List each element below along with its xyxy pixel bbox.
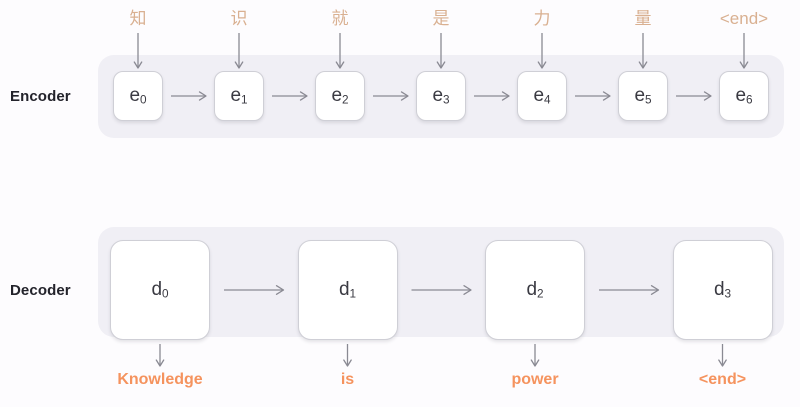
decoder-cell: d3 [672,240,773,340]
encoder-input-token: 是 [432,9,450,28]
encoder-cell-label: e0 [129,85,147,107]
decoder-output-arrowhead [718,359,727,367]
decoder-output-token: power [511,371,559,388]
decoder-cell-label: d3 [713,279,732,301]
decoder-cell: d0 [110,240,210,340]
encoder-input-token: 力 [533,9,551,28]
encoder-input-token: 识 [230,9,248,28]
decoder-panel [98,227,784,337]
encoder-cell: e0 [113,71,163,121]
decoder-cell-label: d1 [338,279,357,301]
decoder-cell: d2 [485,240,585,340]
encoder-cell: e1 [214,71,264,121]
decoder-cell-label: d2 [526,279,544,301]
encoder-cell: e2 [315,71,365,121]
encoder-input-token: 量 [634,9,652,28]
encoder-cell: e5 [618,71,668,121]
decoder-row-label: Decoder [10,282,71,299]
encoder-cell: e3 [416,71,466,121]
encoder-cell-label: e1 [230,85,248,107]
encoder-row-label: Encoder [10,88,71,105]
decoder-output-arrowhead [155,359,165,367]
encoder-cell: e4 [517,71,567,121]
encoder-cell-label: e4 [533,85,551,107]
decoder-output-arrowhead [343,359,352,367]
encoder-cell-label: e3 [432,85,450,107]
decoder-output-token: Knowledge [117,371,203,388]
encoder-input-token: 知 [129,9,147,28]
decoder-cell: d1 [297,240,398,340]
encoder-cell-label: e2 [331,85,349,107]
encoder-cell-label: e6 [735,85,753,107]
encoder-cell-label: e5 [634,85,652,107]
decoder-output-arrowhead [530,359,540,367]
decoder-output-token: is [340,371,355,388]
encoder-cell: e6 [719,71,769,121]
encoder-input-token: 就 [331,9,349,28]
encoder-input-token: <end> [719,9,769,28]
decoder-cell-label: d0 [151,279,169,301]
decoder-output-token: <end> [698,371,747,388]
